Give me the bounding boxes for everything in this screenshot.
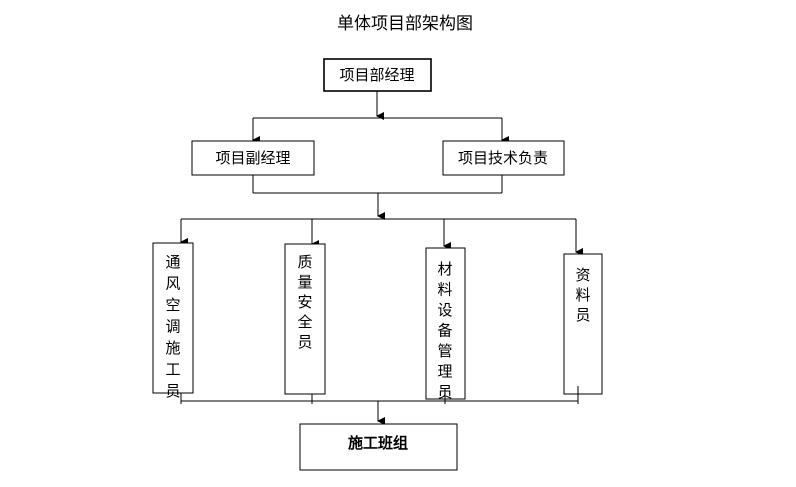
node-construction-team: 施工班组	[299, 423, 458, 471]
node-quality-safety: 质量安全员	[284, 243, 326, 395]
node-manager-label: 项目部经理	[339, 66, 414, 84]
node-documentation: 资料员	[563, 253, 603, 395]
node-technical-lead-label: 项目技术负责	[458, 149, 548, 167]
node-documentation-label: 资料员	[575, 266, 590, 324]
chart-title: 单体项目部架构图	[337, 14, 473, 34]
node-quality-safety-label: 质量安全员	[297, 253, 312, 351]
node-materials-equipment-label: 材料设备管理员	[437, 260, 452, 401]
node-materials-equipment: 材料设备管理员	[425, 247, 466, 401]
node-technical-lead: 项目技术负责	[442, 140, 565, 176]
node-construction-team-label: 施工班组	[348, 434, 408, 452]
node-manager: 项目部经理	[323, 58, 432, 92]
node-deputy-manager: 项目副经理	[191, 140, 315, 176]
node-hvac-worker: 通风空调施工员	[152, 242, 194, 400]
node-deputy-manager-label: 项目副经理	[215, 149, 290, 167]
node-hvac-worker-label: 通风空调施工员	[165, 253, 180, 400]
